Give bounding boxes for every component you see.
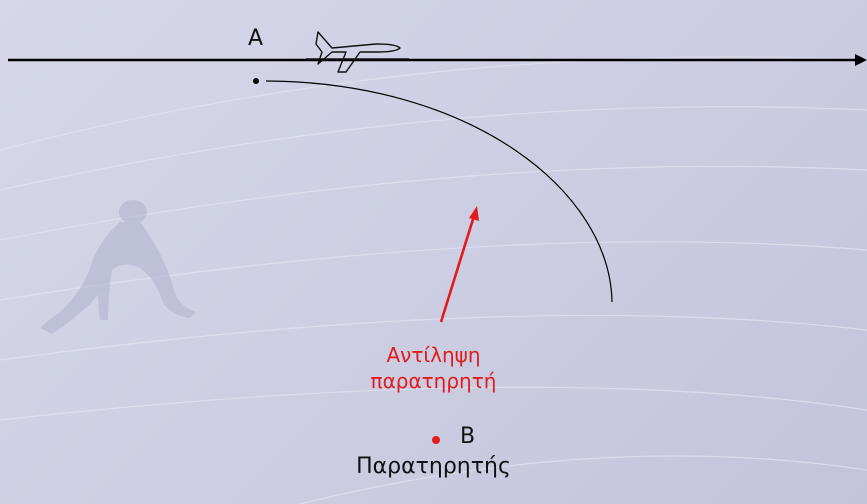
label-perception-line1: Αντίληψη	[386, 343, 481, 367]
point-a-dot	[253, 78, 259, 84]
label-observer-perception: Αντίληψη παρατηρητή	[0, 342, 867, 394]
point-b-dot	[432, 436, 440, 444]
label-point-b: B	[460, 424, 476, 449]
label-perception-line2: παρατηρητή	[370, 369, 497, 393]
label-point-a: A	[248, 26, 264, 51]
axis-arrowhead	[855, 54, 867, 66]
runner-silhouette	[40, 200, 196, 334]
label-observer: Παρατηρητής	[356, 454, 511, 479]
airplane-icon	[306, 31, 409, 73]
perception-arrowhead	[469, 206, 479, 221]
perception-arrow-line	[439, 215, 476, 323]
perceived-trajectory-arc	[265, 80, 613, 303]
